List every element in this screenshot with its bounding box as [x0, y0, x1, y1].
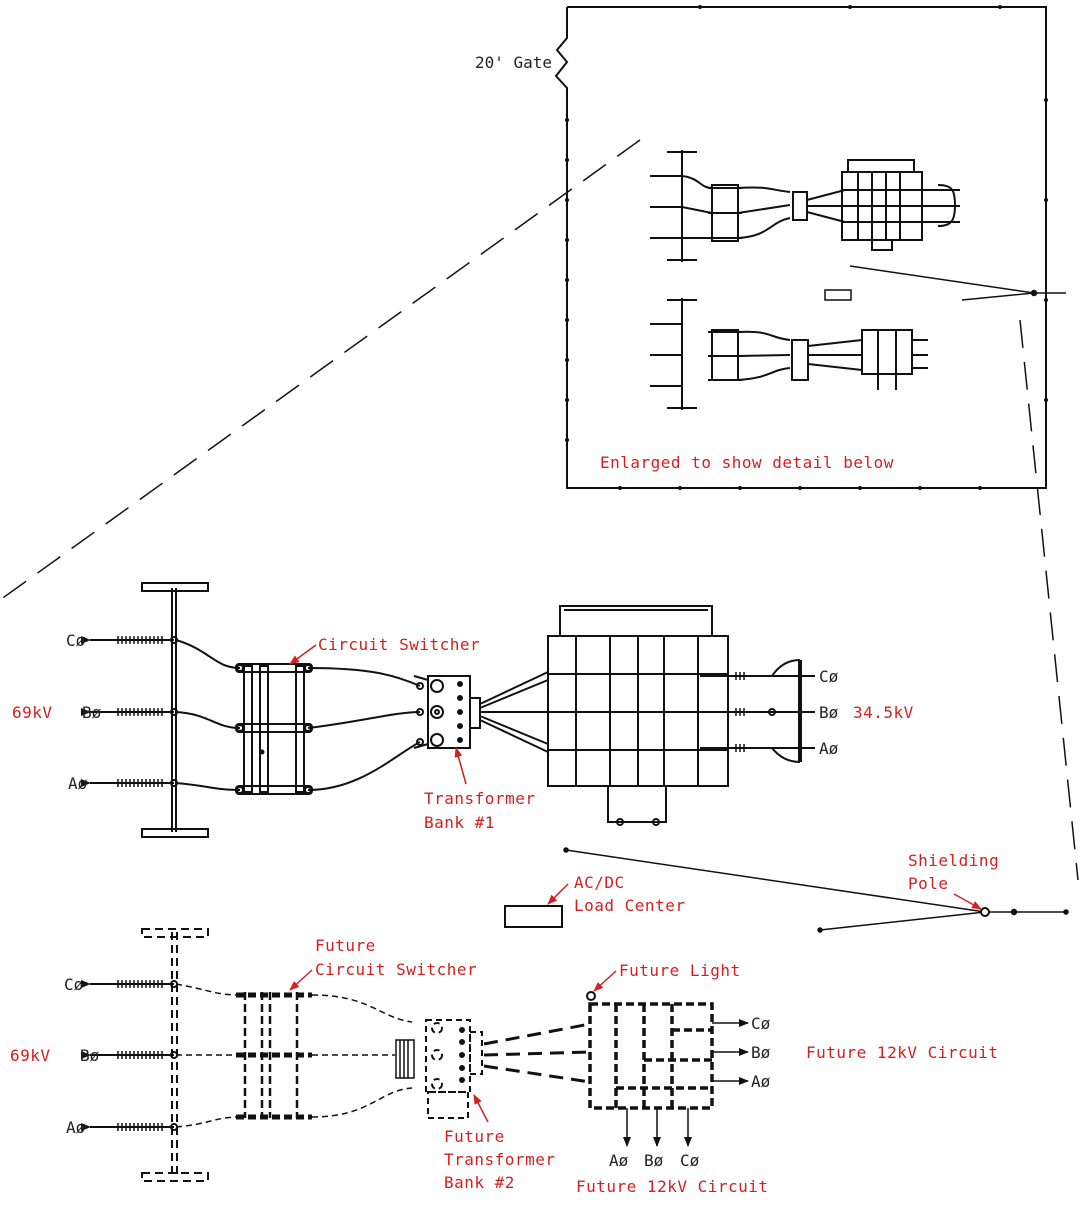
bank-1-phase-a: Aø	[68, 774, 88, 793]
future-light-leader	[593, 970, 617, 992]
future-cs-label-line1: Future	[315, 936, 376, 955]
transformer-1-tank	[547, 605, 729, 826]
bank-1-labels: Cø Bø Aø 69kV Circuit Switcher Transform…	[12, 631, 914, 832]
bank-2-bottom-phase-a: Aø	[609, 1151, 629, 1170]
bank-2-labels: Cø Bø Aø 69kV Future Circuit Switcher Fu…	[10, 936, 999, 1196]
shielding-pole-label-line2: Pole	[908, 874, 949, 893]
transformer-1-leader	[454, 747, 467, 785]
future-12kv-switchgear	[588, 1002, 714, 1110]
overview-bank-2	[650, 298, 928, 410]
site-items	[504, 847, 1069, 933]
load-center-leader	[547, 883, 569, 905]
future-tx-label-line2: Transformer	[444, 1150, 555, 1169]
future-cs-label-line2: Circuit Switcher	[315, 960, 477, 979]
bank-2-bottom-phase-b: Bø	[644, 1151, 664, 1170]
transformer-1-label-line2: Bank #1	[424, 813, 495, 832]
bank-1-equipment	[81, 582, 815, 838]
future-cs-leader	[289, 969, 313, 991]
future-12kv-outgoing	[623, 1019, 749, 1147]
transformer-1-label-line1: Transformer	[424, 789, 535, 808]
bank-1-lv-phase-a: Aø	[819, 739, 839, 758]
bank-2-out-phase-a: Aø	[751, 1072, 771, 1091]
bank-2-hv-feeders	[81, 980, 178, 1131]
bank-1-lv-phase-c: Cø	[819, 667, 839, 686]
bank-1-lv-bus	[700, 659, 815, 763]
bank-1-voltage-low: 34.5kV	[853, 703, 914, 722]
bank-2-out-phase-b: Bø	[751, 1043, 771, 1062]
bank-2-phase-b: Bø	[80, 1046, 100, 1065]
future-tx-label-line3: Bank #2	[444, 1173, 515, 1192]
overview-shield-wires	[824, 265, 1066, 301]
bank-1-hv-feeders	[81, 636, 178, 787]
bank-2-sw-to-tx	[311, 994, 413, 1118]
shielding-pole-symbol	[980, 907, 990, 917]
bank-2-voltage-high: 69kV	[10, 1046, 51, 1065]
bank-2-phase-a: Aø	[66, 1118, 86, 1137]
future-transformer-hv-block	[395, 1019, 483, 1119]
overview-plan	[0, 5, 1079, 881]
bank-1-phase-b: Bø	[82, 703, 102, 722]
future-12kv-bottom-label: Future 12kV Circuit	[576, 1177, 769, 1196]
substation-fence	[554, 5, 1048, 490]
future-transformer-leads	[483, 1022, 591, 1084]
shielding-pole-leader	[953, 893, 982, 910]
bank-1-voltage-high: 69kV	[12, 703, 53, 722]
future-light-symbol	[586, 991, 596, 1001]
future-12kv-right-label: Future 12kV Circuit	[806, 1043, 999, 1062]
gate-label: 20' Gate	[475, 53, 552, 72]
bank-2-out-phase-c: Cø	[751, 1014, 771, 1033]
zoom-guide-right	[1019, 319, 1079, 881]
circuit-switcher-label: Circuit Switcher	[318, 635, 480, 654]
overview-bank-1	[650, 150, 960, 262]
enlarged-note: Enlarged to show detail below	[600, 453, 894, 472]
future-tx-label-line1: Future	[444, 1127, 505, 1146]
bank-2-phase-c: Cø	[64, 975, 84, 994]
shielding-pole-label-line1: Shielding	[908, 851, 999, 870]
circuit-switcher-leader	[289, 644, 317, 665]
load-center-box	[504, 905, 563, 928]
bank-1-phase-c: Cø	[66, 631, 86, 650]
future-light-label: Future Light	[619, 961, 741, 980]
circuit-switcher-1	[235, 663, 313, 795]
bank-2-jumpers	[175, 983, 241, 1128]
load-center-label-line1: AC/DC	[574, 873, 625, 892]
future-circuit-switcher	[236, 992, 312, 1120]
bank-2-equipment	[81, 928, 749, 1182]
bank-2-bottom-phase-c: Cø	[680, 1151, 700, 1170]
zoom-guide-left	[0, 139, 641, 601]
transformer-1-hv-block	[413, 671, 549, 753]
bank-1-lv-phase-b: Bø	[819, 703, 839, 722]
future-tx-leader	[473, 1094, 489, 1123]
load-center-label-line2: Load Center	[574, 896, 685, 915]
